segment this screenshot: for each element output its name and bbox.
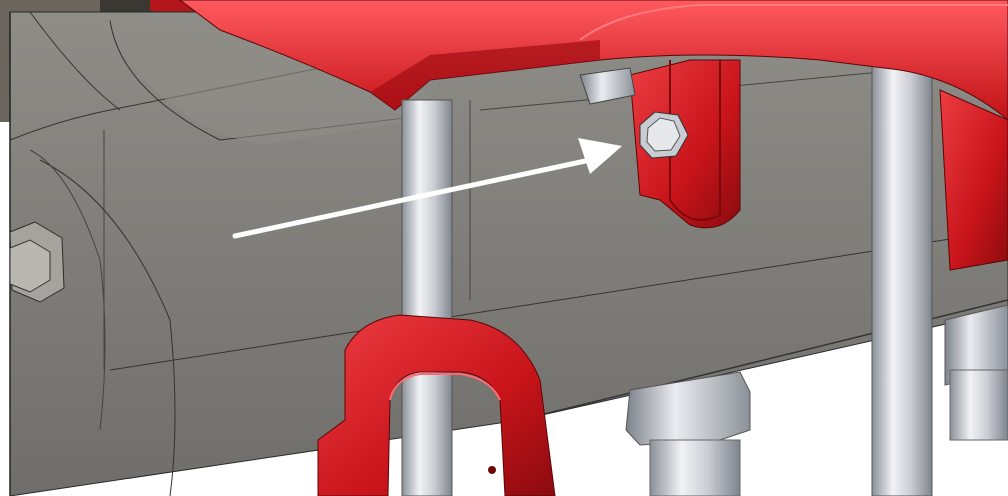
red-tab-bracket bbox=[579, 59, 741, 229]
nut-far-right bbox=[944, 304, 1008, 441]
red-clevis bbox=[317, 314, 556, 496]
red-top-bracket bbox=[179, 0, 1008, 271]
hex-bolt-icon bbox=[9, 221, 65, 303]
arrow-icon bbox=[232, 138, 622, 239]
steel-rod-center bbox=[401, 99, 453, 496]
steel-rod-right bbox=[871, 59, 933, 496]
nut-lower-center bbox=[625, 371, 751, 496]
hex-bolt-icon bbox=[639, 111, 689, 159]
